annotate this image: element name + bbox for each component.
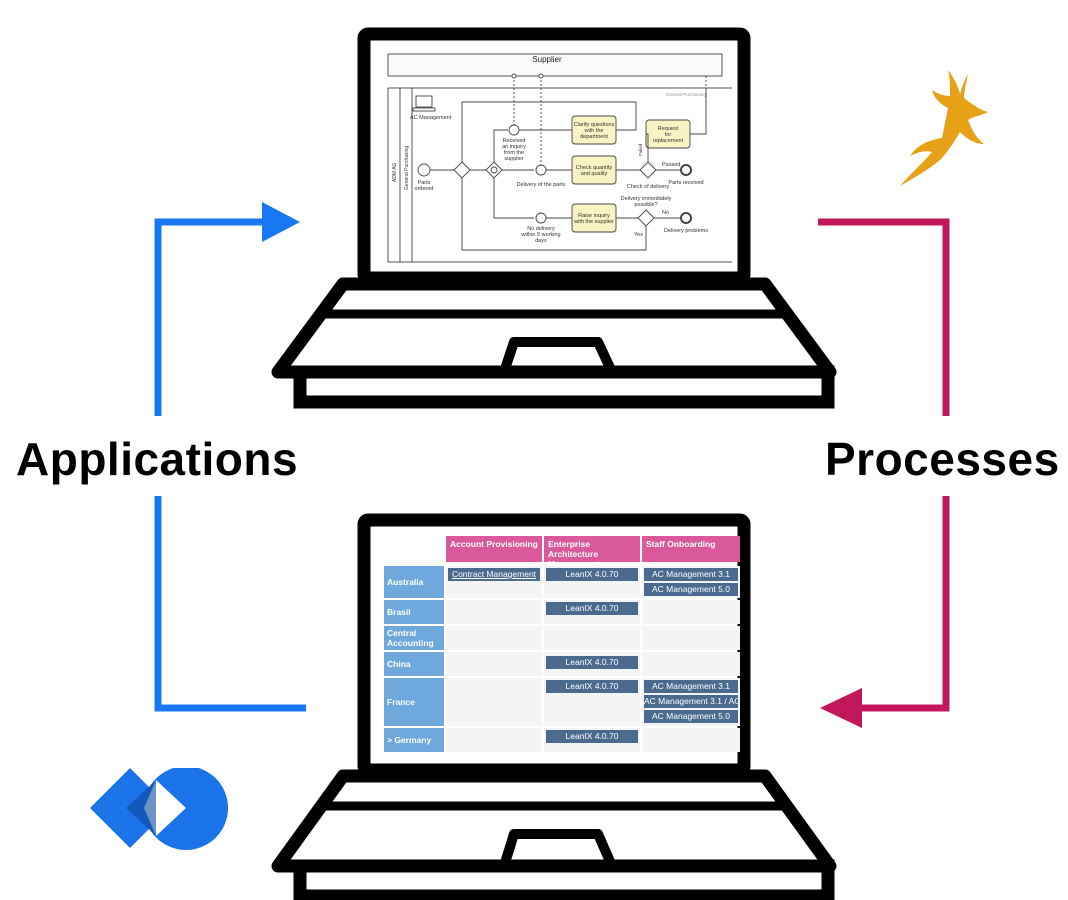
processes-arrow xyxy=(818,218,950,728)
bpmn-check-delivery: Check of delivery xyxy=(627,184,669,190)
app-chip-leanix[interactable]: LeanIX 4.0.70 xyxy=(546,730,638,743)
bpmn-yes: Yes xyxy=(634,232,643,238)
task-clarify-1: Clarify questions xyxy=(574,122,615,128)
task-check-2: and quality xyxy=(581,171,608,177)
task-request-3: replacement xyxy=(653,138,684,144)
matrix-col-account-provisioning[interactable]: Account Provisioning xyxy=(446,536,542,562)
bpmn-lane-sub: General Purchasing xyxy=(404,146,410,190)
app-chip-ac-management-31[interactable]: AC Management 3.1 xyxy=(644,680,738,693)
bpmn-possible-1: Delivery immediately xyxy=(621,196,672,202)
processes-label: Processes xyxy=(825,433,1060,485)
app-chip-ac-management-50[interactable]: AC Management 5.0 xyxy=(644,583,738,596)
bpmn-possible-2: possible? xyxy=(634,202,657,208)
bpmn-parts-received: Parts received xyxy=(668,180,703,186)
matrix-cell xyxy=(446,678,542,726)
matrix-cell xyxy=(446,626,542,650)
bpmn-start-label-1: Parts xyxy=(418,180,431,186)
gazelle-logo-icon xyxy=(900,70,988,186)
matrix-cell xyxy=(544,626,640,650)
matrix-row-germany[interactable]: > Germany xyxy=(384,728,444,752)
matrix-cell xyxy=(642,626,740,650)
app-chip-leanix[interactable]: LeanIX 4.0.70 xyxy=(546,680,638,693)
matrix-cell xyxy=(642,600,740,624)
diamond-circle-logo-icon xyxy=(90,768,228,850)
matrix-row-france[interactable]: France xyxy=(384,678,444,726)
matrix-cell xyxy=(446,728,542,752)
matrix-cell xyxy=(642,728,740,752)
matrix-cell xyxy=(446,652,542,676)
applications-label: Applications xyxy=(16,433,299,485)
app-chip-ac-management-31-ac[interactable]: AC Management 3.1 / AC Ma... xyxy=(644,695,738,708)
bpmn-pool-title: Supplier xyxy=(532,55,562,64)
matrix-cell xyxy=(446,600,542,624)
app-chip-leanix[interactable]: LeanIX 4.0.70 xyxy=(546,602,638,615)
bpmn-diagram: Supplier General Purchasing ADM AG Gener… xyxy=(387,53,732,263)
applications-arrow xyxy=(154,202,306,712)
matrix-col-enterprise-architecture[interactable]: Enterprise Architecture Management xyxy=(544,536,640,569)
app-chip-leanix[interactable]: LeanIX 4.0.70 xyxy=(546,656,638,669)
matrix-row-central-accounting[interactable]: Central Accounting xyxy=(384,626,444,650)
matrix-col-staff-onboarding[interactable]: Staff Onboarding xyxy=(642,536,740,562)
matrix-row-brasil[interactable]: Brasil xyxy=(384,600,444,624)
bpmn-delivery-problems: Delivery problems xyxy=(664,228,708,234)
bpmn-system-label: AC Management xyxy=(410,115,452,121)
bpmn-failed: Failed xyxy=(638,143,643,156)
bpmn-nodelivery-label-2: within 5 working xyxy=(520,232,560,238)
task-request-2: for xyxy=(665,132,672,138)
app-chip-ac-management-31[interactable]: AC Management 3.1 xyxy=(644,568,738,581)
bpmn-passed: Passed xyxy=(662,162,680,168)
task-raise-1: Raise inquiry xyxy=(578,213,610,219)
task-clarify-3: department xyxy=(580,134,608,140)
task-raise-2: with the supplier xyxy=(573,219,614,225)
capability-matrix: Account Provisioning Enterprise Architec… xyxy=(384,536,744,774)
matrix-row-australia[interactable]: Australia xyxy=(384,566,444,598)
app-chip-leanix[interactable]: LeanIX 4.0.70 xyxy=(546,568,638,581)
bpmn-lane-title: ADM AG xyxy=(392,162,398,182)
bpmn-nodelivery-label-1: No delivery xyxy=(527,226,555,232)
bpmn-msg-label-4: supplier xyxy=(504,156,523,162)
bpmn-msg-label-2: an inquiry xyxy=(502,144,526,150)
matrix-cell xyxy=(642,652,740,676)
bpmn-msg-label-3: from the xyxy=(504,150,524,156)
bpmn-msg-label-1: Received xyxy=(503,138,526,144)
task-check-1: Check quantity xyxy=(576,165,613,171)
bpmn-start-label-2: ordered xyxy=(415,186,434,192)
bpmn-nodelivery-label-3: days xyxy=(535,238,547,244)
bpmn-lane-tag: General Purchasing xyxy=(666,92,706,97)
app-chip-ac-management-50[interactable]: AC Management 5.0 xyxy=(644,710,738,723)
bpmn-delivery-label: Delivery of the parts xyxy=(517,182,566,188)
task-clarify-2: with the xyxy=(584,128,604,134)
bpmn-no: No xyxy=(662,210,669,216)
task-request-1: Request xyxy=(658,126,679,132)
ac-management-system-icon xyxy=(412,95,436,112)
app-chip-contract-management[interactable]: Contract Management xyxy=(448,568,540,581)
matrix-row-china[interactable]: China xyxy=(384,652,444,676)
